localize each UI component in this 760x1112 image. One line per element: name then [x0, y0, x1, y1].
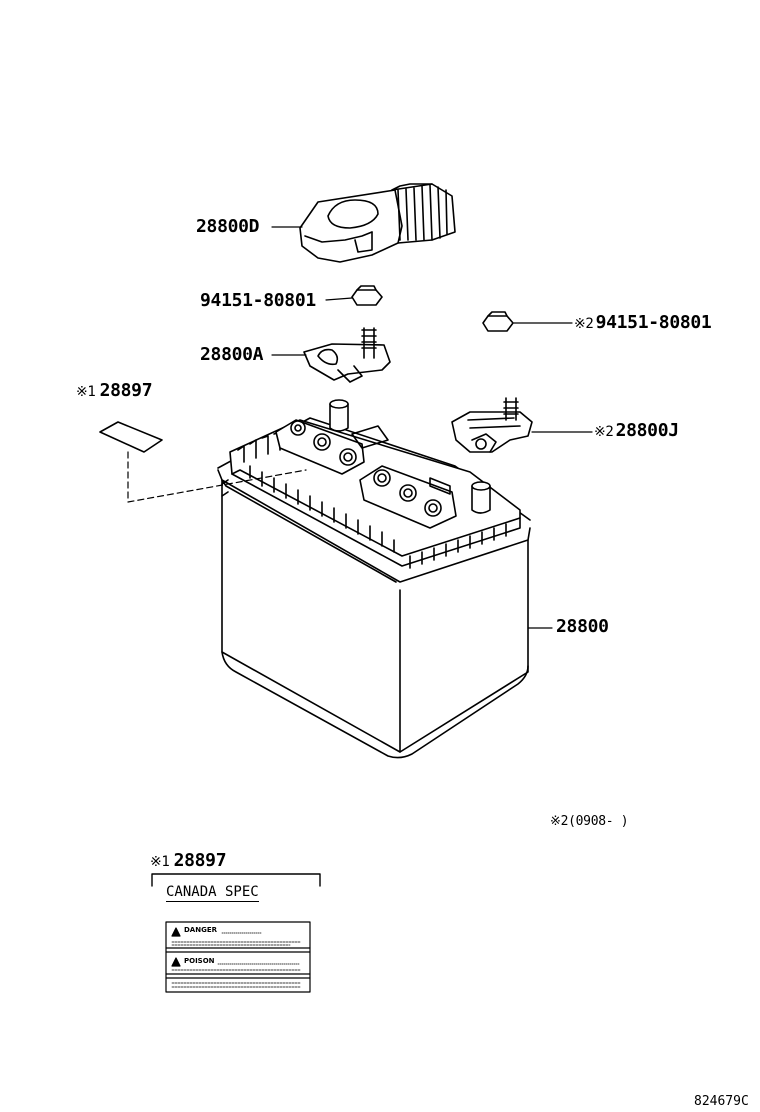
- dashed-leader: [127, 451, 307, 503]
- part-number: 94151-80801: [595, 312, 712, 333]
- label-94151-80801-left: 94151-80801: [200, 290, 316, 311]
- nut-right-drawing: [482, 311, 514, 332]
- leader-lines: [271, 226, 593, 629]
- warning-label-danger: DANGER: [184, 926, 218, 934]
- part-number: 28897: [173, 850, 227, 871]
- date-range: (0908- ): [568, 814, 629, 829]
- label-28800D: 28800D: [196, 216, 260, 237]
- battery-drawing: [217, 399, 531, 759]
- terminal-cover-drawing: [299, 183, 456, 263]
- note-mark-1: ※1: [76, 384, 96, 400]
- note-mark-1: ※1: [150, 854, 170, 870]
- negative-clamp-drawing: [303, 327, 391, 383]
- note-mark-2: ※2: [594, 424, 614, 440]
- warning-label-drawing: [165, 921, 311, 993]
- part-number: 28800J: [615, 420, 680, 441]
- label-sticker-drawing: [99, 421, 163, 453]
- canada-spec-text: CANADA SPEC: [166, 884, 259, 902]
- spec-bracket: [151, 873, 321, 887]
- nut-left-drawing: [351, 285, 383, 306]
- part-number: 28897: [99, 380, 153, 401]
- warning-label-poison: POISON: [184, 957, 215, 965]
- note-mark-2: ※2: [550, 814, 569, 829]
- label-28800A: 28800A: [200, 344, 264, 365]
- date-range-note: ※2(0908- ): [550, 814, 629, 829]
- note-mark-2: ※2: [574, 316, 594, 332]
- diagram-reference-number: 824679C: [694, 1094, 749, 1109]
- positive-clamp-drawing: [451, 397, 533, 453]
- label-28800: 28800: [556, 616, 609, 637]
